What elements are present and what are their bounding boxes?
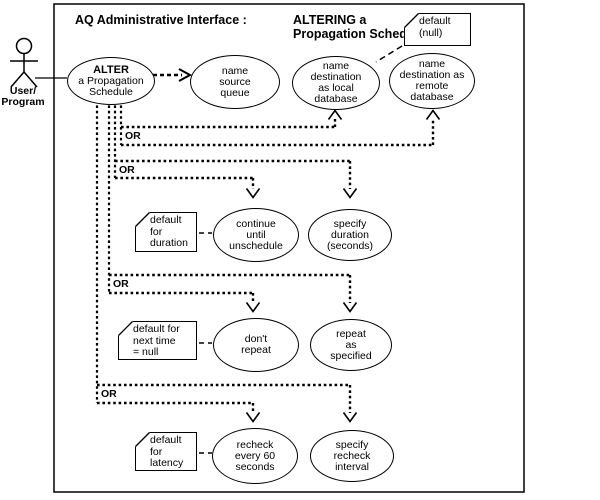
usecase-specify-recheck-interval: specify recheck interval	[310, 430, 394, 482]
actor-label: User/ Program	[1, 85, 45, 108]
or-label-repeat: OR	[112, 278, 130, 290]
usecase-label: repeat as specified	[330, 327, 372, 362]
note-fold-icon	[403, 12, 419, 28]
note-fold-icon	[134, 431, 150, 447]
usecase-specify-duration-seconds: specify duration (seconds)	[308, 209, 392, 261]
usecase-alter-subtext: a Propagation Schedule	[78, 74, 144, 98]
usecase-name-source-queue: name source queue	[190, 55, 280, 109]
usecase-repeat-as-specified: repeat as specified	[310, 319, 392, 371]
usecase-continue-until-unschedule: continue until unschedule	[213, 208, 299, 262]
or-label-destination: OR	[124, 130, 142, 142]
or-group-latency-lines	[95, 100, 358, 423]
or-group-destination-lines	[119, 100, 441, 147]
usecase-label: recheck every 60 seconds	[234, 438, 276, 473]
or-group-repeat-lines	[107, 100, 358, 313]
note-fold-icon	[134, 211, 150, 227]
usecase-name-destination-remote-database: name destination as remote database	[389, 53, 475, 109]
usecase-label: name source queue	[219, 64, 251, 99]
usecase-name-destination-local-database: name destination as local database	[292, 56, 380, 110]
usecase-label: specify recheck interval	[333, 438, 371, 473]
usecase-dont-repeat: don't repeat	[213, 318, 299, 372]
note-default-for-duration: default for duration	[134, 211, 197, 252]
usecase-recheck-every-60-seconds: recheck every 60 seconds	[212, 428, 298, 484]
system-boundary-box	[53, 3, 525, 493]
note-default-for-latency: default for latency	[134, 431, 197, 471]
note-to-usecase-stubs	[199, 232, 212, 454]
usecase-label: specify duration (seconds)	[326, 217, 374, 252]
diagram-title-prefix: AQ Administrative Interface :	[75, 13, 247, 27]
note-text: default for next time = null	[133, 323, 180, 358]
note-text: default for latency	[150, 434, 184, 469]
actor-icon	[10, 37, 38, 88]
usecase-label: name destination as local database	[310, 60, 362, 105]
or-group-duration-lines	[113, 100, 358, 199]
usecase-alter-heading: ALTER	[93, 63, 129, 76]
note-text: default for duration	[150, 214, 188, 249]
note-text: default (null)	[419, 15, 451, 39]
or-label-duration: OR	[118, 164, 136, 176]
usecase-label: continue until unschedule	[229, 217, 283, 252]
usecase-label: don't repeat	[241, 333, 271, 356]
usecase-label: name destination as remote database	[399, 58, 465, 103]
note-fold-icon	[117, 320, 133, 336]
or-label-latency: OR	[100, 388, 118, 400]
note-null-to-local-database-connector	[375, 45, 403, 63]
note-default-for-next-time-null: default for next time = null	[117, 320, 197, 360]
note-default-null: default (null)	[403, 12, 471, 46]
alter-to-source-queue-arrow	[153, 68, 193, 82]
